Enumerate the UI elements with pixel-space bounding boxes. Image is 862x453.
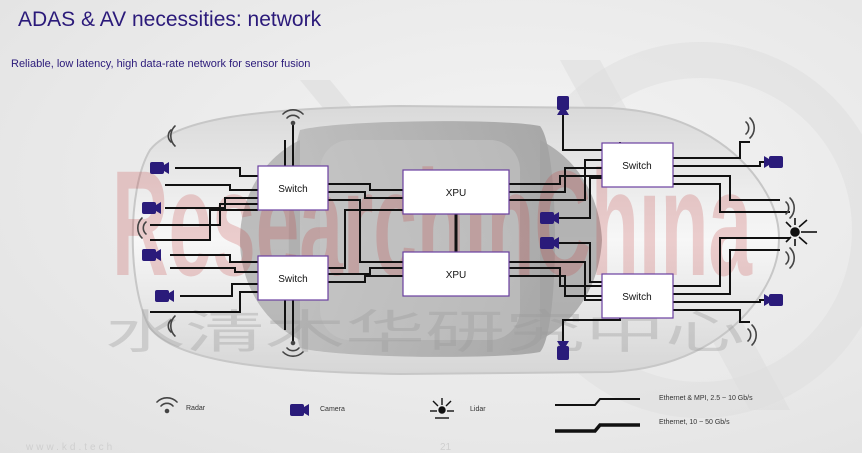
legend-ethernet-mpi-label: Ethernet & MPI, 2.5 ~ 10 Gb/s: [659, 395, 753, 402]
switch-label: Switch: [278, 274, 307, 285]
xpu-top: XPU: [402, 169, 510, 215]
camera-icon: [557, 96, 569, 115]
legend-camera-icon: [290, 404, 309, 416]
camera-icon: [150, 162, 169, 174]
camera-icon: [764, 156, 783, 168]
xpu-label: XPU: [446, 270, 467, 281]
legend-radar-label: Radar: [186, 405, 206, 412]
switch-label: Switch: [622, 161, 651, 172]
camera-icon: [155, 290, 174, 302]
camera-icon: [557, 341, 569, 360]
footer-website: www.kd.tech: [26, 442, 116, 453]
radar-icon: [167, 315, 176, 337]
radar-icon: [282, 109, 304, 126]
legend: Radar Camera Lidar Ethernet & MPI, 2.5 ~…: [156, 395, 753, 433]
radar-icon: [747, 324, 757, 346]
radar-icon: [785, 197, 795, 219]
legend-camera-label: Camera: [320, 406, 345, 413]
xpu-label: XPU: [446, 188, 467, 199]
radar-icon: [745, 117, 755, 139]
legend-ethernet-line: [555, 423, 640, 433]
legend-lidar-icon: [430, 398, 454, 419]
switch-front-left: Switch: [257, 165, 329, 211]
camera-icon: [142, 202, 161, 214]
camera-icon: [540, 212, 559, 224]
legend-lidar-label: Lidar: [470, 406, 486, 413]
radar-icon: [785, 247, 795, 269]
radar-icon: [167, 125, 176, 147]
slide-subtitle: Reliable, low latency, high data-rate ne…: [11, 58, 311, 70]
legend-ethernet-label: Ethernet, 10 ~ 50 Gb/s: [659, 419, 730, 426]
network-wires: [150, 115, 790, 345]
slide-title: ADAS & AV necessities: network: [18, 8, 322, 31]
lidar-icon: [785, 218, 817, 246]
camera-icon: [142, 249, 161, 261]
switch-label: Switch: [622, 292, 651, 303]
camera-icon: [540, 237, 559, 249]
camera-icon: [764, 294, 783, 306]
xpu-bottom: XPU: [402, 251, 510, 297]
legend-radar-icon: [156, 397, 178, 414]
radar-icon: [137, 217, 147, 239]
switch-front-right: Switch: [601, 142, 674, 188]
switch-label: Switch: [278, 184, 307, 195]
switch-rear-left: Switch: [257, 255, 329, 301]
radar-icon: [282, 340, 304, 357]
switch-rear-right: Switch: [601, 273, 674, 319]
page-number: 21: [440, 442, 452, 453]
legend-ethernet-mpi-line: [555, 398, 640, 406]
